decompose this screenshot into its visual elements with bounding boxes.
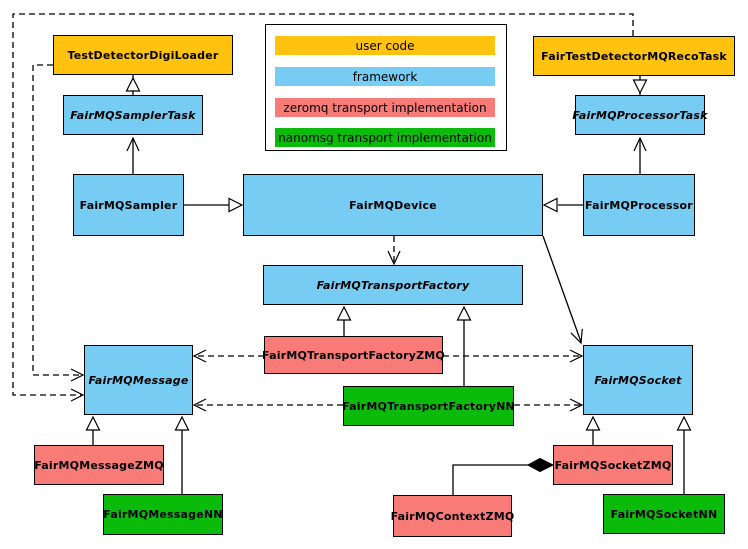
open-arrowhead-icon [192, 349, 207, 363]
legend-box: user code framework zeromq transport imp… [265, 24, 507, 151]
inheritance-edge-recotask-processortask [632, 76, 648, 95]
dependency-edge-recotask-to-message [12, 13, 634, 402]
association-edge-device-socket [542, 235, 583, 345]
open-arrowhead-icon [570, 328, 583, 345]
hollow-triangle-icon [228, 197, 244, 213]
class-label: FairMQSampler [79, 198, 178, 212]
dependency-edge-digiloader-to-message [32, 64, 85, 382]
class-label: FairMQTransportFactoryZMQ [262, 348, 445, 362]
class-label: FairMQMessage [88, 373, 189, 387]
hollow-triangle-icon [174, 415, 190, 431]
class-box-fairmqtransportfactorynn: FairMQTransportFactoryNN [342, 386, 515, 426]
class-box-fairmqprocessor: FairMQProcessor [583, 174, 695, 236]
inheritance-edge-socketzmq-socket [585, 415, 601, 445]
class-label: TestDetectorDigiLoader [67, 48, 219, 62]
open-arrowhead-icon [569, 398, 584, 412]
hollow-triangle-icon [85, 415, 101, 431]
class-box-fairmqsocketnn: FairMQSocketNN [603, 494, 725, 534]
class-label: FairTestDetectorMQRecoTask [541, 49, 727, 63]
dependency-edge-factoryzmq-message [192, 349, 264, 363]
legend-item-nanomsg: nanomsg transport implementation [275, 128, 495, 147]
class-box-fairmqprocessortask: FairMQProcessorTask [572, 95, 708, 135]
hollow-triangle-icon [585, 415, 601, 431]
inheritance-edge-sampler-device [184, 197, 244, 213]
class-box-fairmqmessage: FairMQMessage [84, 345, 193, 415]
inheritance-edge-digiloader-samplertask [125, 75, 141, 95]
class-label: FairMQContextZMQ [390, 509, 515, 523]
dependency-edge-factorynn-message [192, 398, 343, 412]
class-box-fairtestdetectormqrecotask: FairTestDetectorMQRecoTask [533, 36, 735, 76]
legend-label: framework [352, 69, 418, 84]
hollow-triangle-icon [542, 197, 558, 213]
inheritance-edge-socketnn-socket [676, 415, 692, 494]
class-box-fairmqdevice: FairMQDevice [243, 174, 543, 236]
class-box-fairmqtransportfactoryzmq: FairMQTransportFactoryZMQ [262, 336, 445, 374]
class-box-fairmqcontextzmq: FairMQContextZMQ [390, 495, 515, 537]
dependency-edge-device-factory [387, 236, 401, 266]
class-label: FairMQTransportFactory [316, 278, 470, 292]
class-box-fairmqsampler: FairMQSampler [73, 174, 184, 236]
open-arrowhead-icon [70, 388, 85, 402]
open-arrowhead-icon [192, 398, 207, 412]
hollow-triangle-icon [125, 76, 141, 92]
class-box-fairmqsamplertask: FairMQSamplerTask [63, 95, 203, 135]
hollow-triangle-icon [456, 305, 472, 321]
inheritance-edge-factoryzmq-factory [336, 305, 352, 336]
class-label: FairMQSocketNN [610, 507, 718, 521]
composition-edge-contextzmq-socketzmq [452, 457, 555, 495]
dependency-edge-factoryzmq-socket [443, 349, 584, 363]
class-box-fairmqsocketzmq: FairMQSocketZMQ [553, 445, 673, 485]
class-label: FairMQDevice [349, 198, 437, 212]
inheritance-edge-messagenn-message [174, 415, 190, 494]
class-label: FairMQTransportFactoryNN [342, 399, 515, 413]
class-label: FairMQProcessorTask [572, 108, 708, 122]
open-arrowhead-icon [70, 368, 85, 382]
class-box-testdetectordigiloader: TestDetectorDigiLoader [53, 35, 233, 75]
legend-label: user code [355, 38, 415, 53]
open-arrowhead-icon [633, 136, 647, 152]
inheritance-edge-sampler-samplertask [126, 136, 140, 174]
dependency-edge-factorynn-socket [514, 398, 584, 412]
legend-label: nanomsg transport implementation [278, 130, 492, 145]
class-label: FairMQSocketZMQ [554, 458, 672, 472]
inheritance-edge-processor-processortask [633, 136, 647, 174]
class-box-fairmqmessagezmq: FairMQMessageZMQ [34, 445, 164, 485]
legend-item-framework: framework [275, 67, 495, 86]
inheritance-edge-messagezmq-message [85, 415, 101, 445]
class-label: FairMQMessageZMQ [34, 458, 164, 472]
legend-label: zeromq transport implementation [283, 100, 487, 115]
class-label: FairMQProcessor [585, 198, 693, 212]
legend-item-zeromq: zeromq transport implementation [275, 98, 495, 117]
class-label: FairMQMessageNN [103, 508, 223, 521]
class-box-fairmqsocket: FairMQSocket [583, 345, 693, 415]
open-arrowhead-icon [569, 349, 584, 363]
class-label: FairMQSocket [594, 373, 682, 387]
hollow-triangle-icon [676, 415, 692, 431]
inheritance-edge-factorynn-factory [456, 305, 472, 386]
hollow-triangle-icon [632, 79, 648, 95]
class-box-fairmqmessagenn: FairMQMessageNN [103, 494, 223, 535]
open-arrowhead-icon [387, 250, 401, 266]
inheritance-edge-processor-device [542, 197, 583, 213]
class-label: FairMQSamplerTask [70, 108, 196, 122]
legend-item-user-code: user code [275, 36, 495, 55]
open-arrowhead-icon [126, 136, 140, 152]
filled-diamond-icon [526, 457, 555, 473]
hollow-triangle-icon [336, 305, 352, 321]
class-box-fairmqtransportfactory: FairMQTransportFactory [263, 265, 523, 305]
